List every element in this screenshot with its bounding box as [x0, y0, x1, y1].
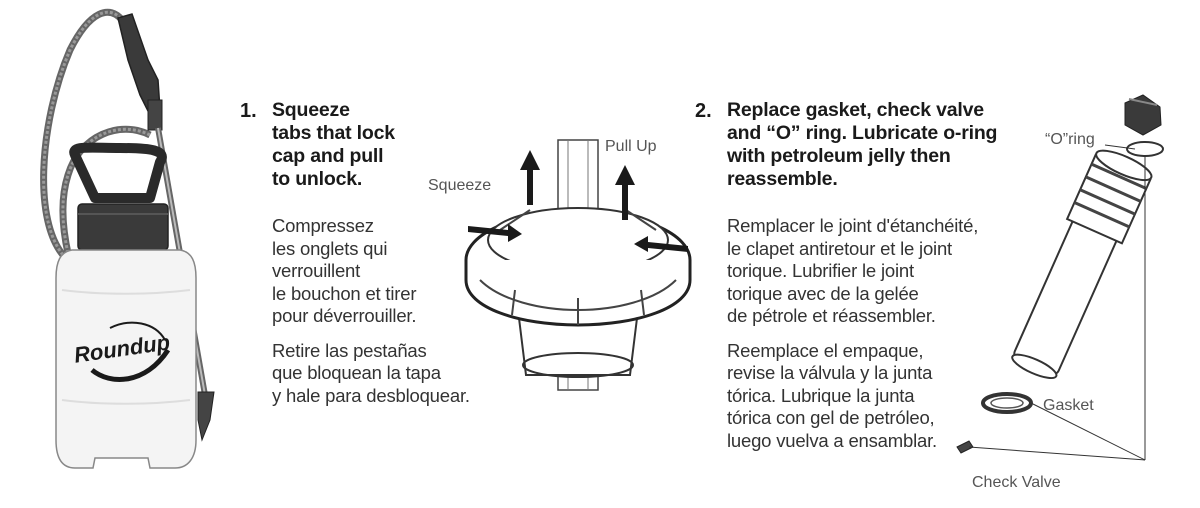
step1-french-line: le bouchon et tirer: [272, 282, 417, 304]
step1-heading: Squeeze tabs that lock cap and pull to u…: [272, 99, 395, 191]
gasket-label: Gasket: [1043, 397, 1094, 414]
step2-spanish-line: tórica con gel de petróleo,: [727, 407, 935, 428]
step2-spanish: Reemplace el empaque, revise la válvula …: [727, 340, 978, 453]
step2-heading-line: Replace gasket, check valve: [727, 99, 984, 121]
step2-spanish-line: Reemplace el empaque,: [727, 339, 924, 361]
step1-heading-line: to unlock.: [272, 168, 363, 190]
check-valve-label: Check Valve: [972, 474, 1061, 491]
sprayer-illustration: Roundup: [40, 8, 215, 469]
step1-spanish-line: y hale para desbloquear.: [272, 384, 470, 406]
step2-spanish-line: revise la válvula y la junta: [727, 362, 933, 383]
step2-french-line: torique avec de la gelée: [727, 282, 919, 304]
step1-french-line: pour déverrouiller.: [272, 305, 417, 326]
step1-number: 1.: [240, 100, 257, 122]
step2-heading-line: with petroleum jelly then: [727, 145, 951, 167]
cap-unlock-illustration: [464, 139, 692, 391]
step2-french-line: de pétrole et réassembler.: [727, 305, 936, 326]
step1-french-line: verrouillent: [272, 260, 361, 281]
step2-number: 2.: [695, 100, 712, 122]
step1-heading-line: Squeeze: [272, 99, 350, 121]
step2-heading: Replace gasket, check valve and “O” ring…: [727, 99, 997, 191]
squeeze-label: Squeeze: [428, 177, 492, 194]
step2-instructions: Remplacer le joint d'étanchéité, le clap…: [727, 215, 978, 464]
step1-spanish-line: Retire las pestañas: [272, 339, 427, 361]
step1-spanish-line: que bloquean la tapa: [272, 362, 441, 383]
step1-french: Compressez les onglets qui verrouillent …: [272, 215, 470, 328]
step2-french-line: Remplacer le joint d'étanchéité,: [727, 215, 979, 236]
step1-french-line: les onglets qui: [272, 237, 388, 259]
o-ring-label: “O”ring: [1045, 131, 1095, 148]
step2-heading-line: and “O” ring. Lubricate o-ring: [727, 122, 998, 144]
step2-french: Remplacer le joint d'étanchéité, le clap…: [727, 215, 978, 328]
step1-spanish: Retire las pestañas que bloquean la tapa…: [272, 340, 470, 408]
step2-french-line: le clapet antiretour et le joint: [727, 237, 952, 259]
parts-exploded-illustration: [956, 94, 1164, 461]
step1-heading-line: cap and pull: [272, 145, 384, 167]
step2-french-line: torique. Lubrifier le joint: [727, 260, 914, 281]
step2-spanish-line: tórica. Lubrique la junta: [727, 384, 915, 406]
pull-up-label: Pull Up: [605, 138, 657, 155]
step2-spanish-line: luego vuelva a ensamblar.: [727, 429, 937, 451]
step1-heading-line: tabs that lock: [272, 122, 395, 144]
step1-french-line: Compressez: [272, 215, 374, 236]
step2-heading-line: reassemble.: [727, 168, 838, 190]
step1-instructions: Compressez les onglets qui verrouillent …: [272, 215, 470, 419]
